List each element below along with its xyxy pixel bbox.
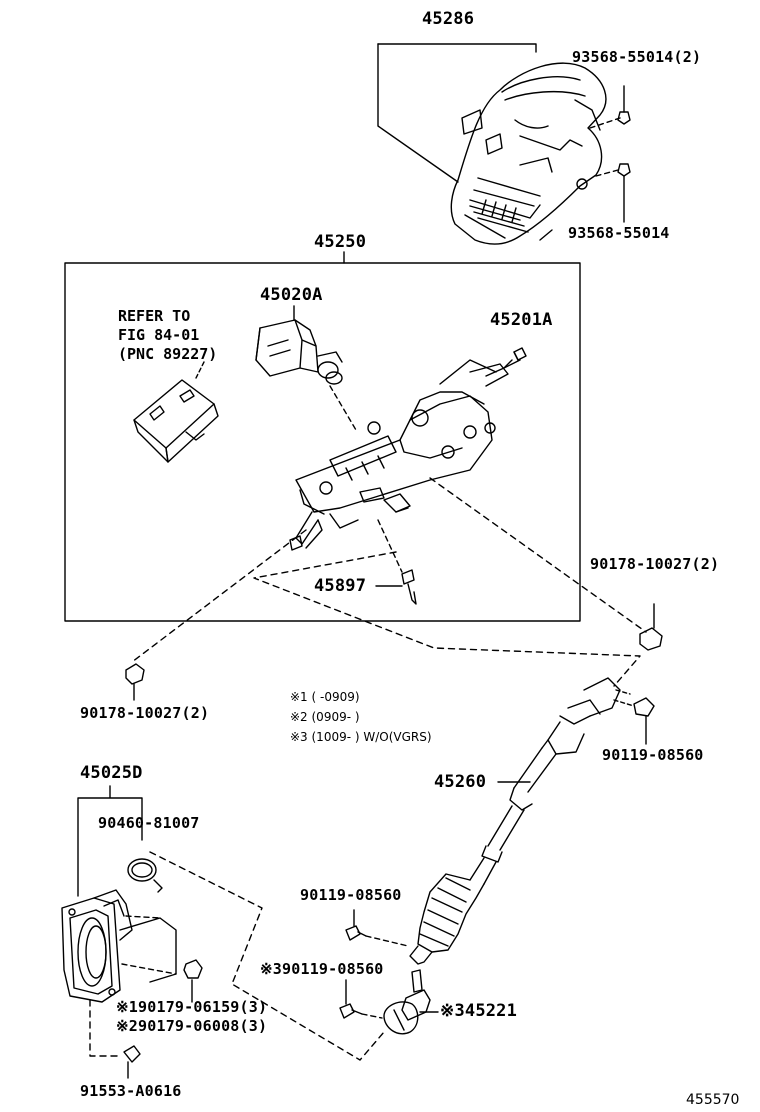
note-2: ※2 (0909- ) (290, 710, 360, 724)
label-90178-right: 90178-10027(2) (590, 555, 720, 573)
label-91553: 91553-A0616 (80, 1082, 182, 1100)
steering-column-45250 (289, 359, 521, 551)
bolt-91553 (89, 999, 141, 1079)
bolt-93568-lower (595, 163, 631, 223)
bolt-90119-right (613, 697, 655, 745)
clamp-90460 (127, 858, 163, 893)
bolt-90119-x3 (339, 979, 383, 1019)
lock-cylinder-45020A (255, 305, 357, 431)
note-3: ※3 (1009- ) W/O(VGRS) (290, 730, 432, 744)
label-90119-mid: 90119-08560 (300, 886, 402, 904)
reference-line-1: REFER TO (118, 307, 191, 325)
nut-90178-right (639, 603, 663, 651)
bushing-45201A (513, 347, 527, 361)
label-45020A: 45020A (260, 285, 323, 305)
dashed-line-left (131, 529, 307, 663)
label-45221: ※345221 (440, 1001, 518, 1021)
label-45260: 45260 (434, 772, 487, 792)
label-93568-55014-2: 93568-55014(2) (572, 48, 702, 66)
label-90178-left: 90178-10027(2) (80, 704, 210, 722)
label-45201A: 45201A (490, 310, 553, 330)
dashed-line-loop (253, 551, 641, 687)
label-90119-x3: ※390119-08560 (260, 960, 384, 978)
label-90179-2: ※290179-06008(3) (116, 1017, 268, 1035)
nut-90179 (183, 959, 203, 1003)
label-93568-55014: 93568-55014 (568, 224, 670, 242)
reference-line-3: (PNC 89227) (118, 345, 218, 363)
column-cover-45286 (377, 43, 607, 245)
joint-45221 (383, 969, 439, 1035)
label-45250: 45250 (314, 232, 367, 252)
label-45025D: 45025D (80, 763, 143, 783)
assembly-box-45250 (64, 262, 581, 622)
label-45286: 45286 (422, 9, 475, 29)
bolt-45897 (375, 519, 417, 605)
label-90460-81007: 90460-81007 (98, 814, 200, 832)
column-hole-cover-45025D (61, 889, 177, 1003)
diagram-code: 455570 (686, 1092, 740, 1108)
label-90179-1: ※190179-06159(3) (116, 998, 268, 1016)
nut-90178-left (125, 663, 145, 701)
dashed-line-right (429, 477, 647, 633)
intermediate-shaft-45260 (409, 677, 631, 965)
note-1: ※1 ( -0909) (290, 690, 360, 704)
dashed-line-lower (149, 851, 385, 1061)
bolt-90119-mid (345, 909, 409, 947)
control-module (133, 361, 219, 463)
label-90119-right: 90119-08560 (602, 746, 704, 764)
label-45897: 45897 (314, 576, 367, 596)
bracket-45025D (77, 785, 143, 897)
reference-line-2: FIG 84-01 (118, 326, 200, 344)
bolt-93568-upper (589, 85, 631, 129)
